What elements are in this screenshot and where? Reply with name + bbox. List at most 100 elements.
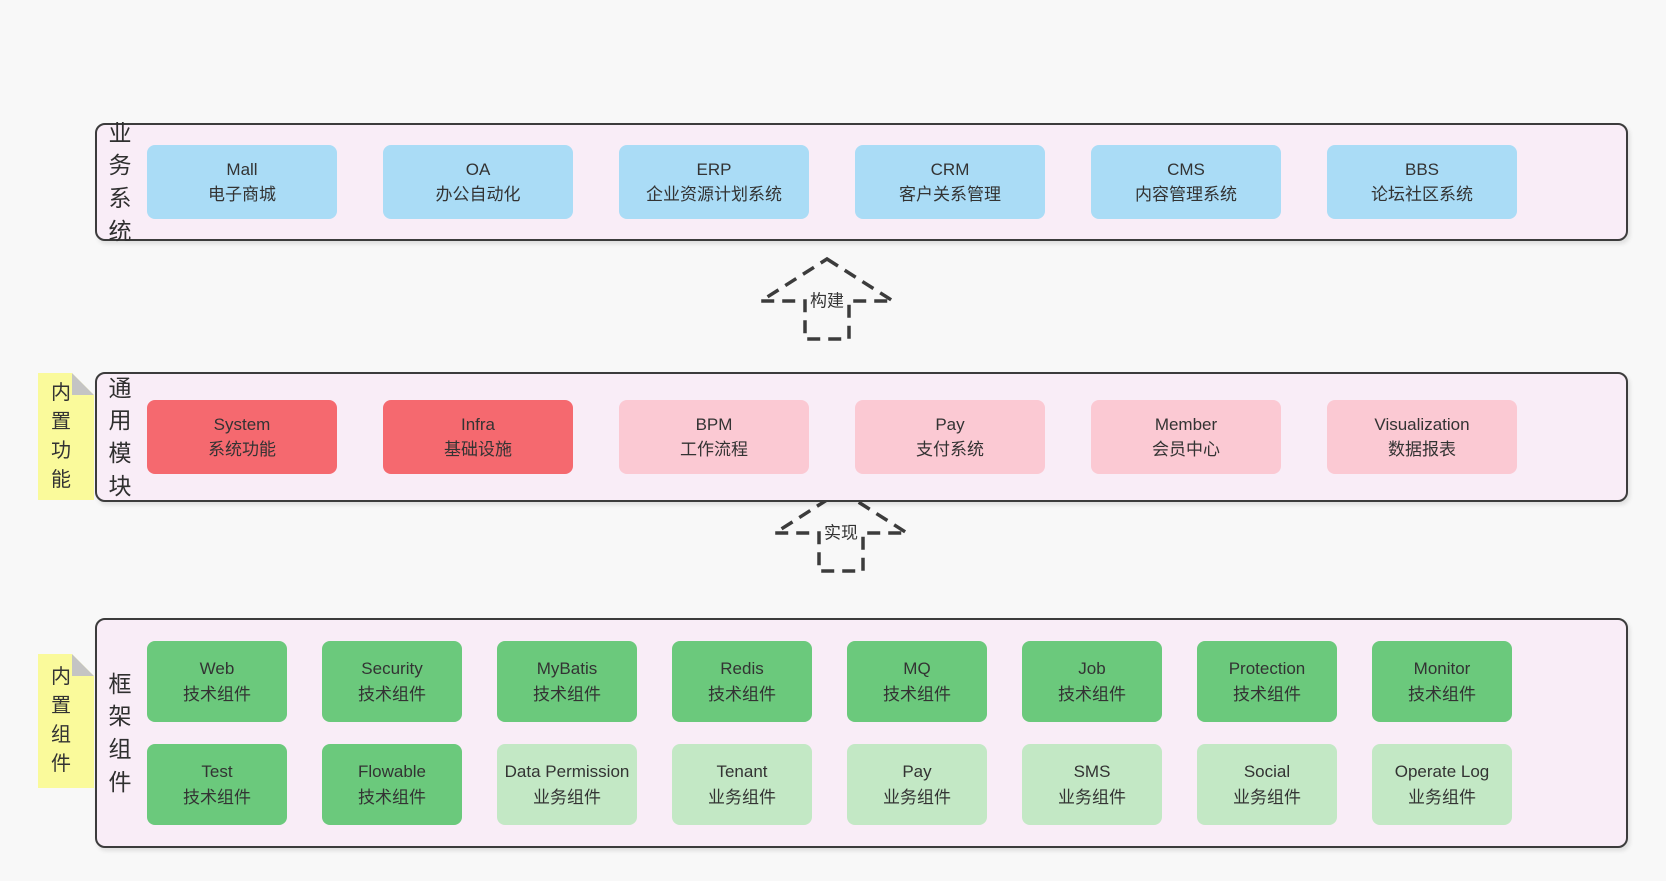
box-subtitle: 技术组件 bbox=[358, 684, 426, 704]
built-in-features-note: 内置功能 bbox=[38, 373, 94, 500]
box-subtitle: 技术组件 bbox=[183, 787, 251, 807]
box-title: Security bbox=[361, 659, 423, 678]
box-title: MQ bbox=[903, 659, 931, 678]
component-box-monitor: Monitor 技术组件 bbox=[1372, 641, 1512, 722]
box-subtitle: 技术组件 bbox=[883, 684, 951, 704]
box-title: SMS bbox=[1073, 762, 1111, 781]
box-subtitle: 技术组件 bbox=[358, 787, 426, 807]
box-subtitle: 系统功能 bbox=[208, 440, 276, 459]
box-subtitle: 技术组件 bbox=[1408, 684, 1476, 704]
component-box-data-permission: Data Permission 业务组件 bbox=[497, 744, 637, 825]
box-title: Mall bbox=[226, 159, 258, 179]
box-title: OA bbox=[465, 159, 491, 179]
box-subtitle: 数据报表 bbox=[1388, 440, 1456, 459]
section-label: 框架组件 bbox=[108, 670, 132, 795]
box-subtitle: 技术组件 bbox=[1058, 684, 1126, 704]
system-box-mall: Mall 电子商城 bbox=[147, 145, 337, 219]
box-title: BPM bbox=[695, 414, 733, 434]
box-title: Job bbox=[1078, 659, 1106, 678]
component-box-mybatis: MyBatis 技术组件 bbox=[497, 641, 637, 722]
box-title: Protection bbox=[1228, 659, 1306, 678]
box-title: System bbox=[213, 414, 271, 434]
component-box-pay: Pay 业务组件 bbox=[847, 744, 987, 825]
implement-arrow-label: 实现 bbox=[821, 517, 861, 545]
box-subtitle: 论坛社区系统 bbox=[1371, 185, 1473, 204]
box-subtitle: 业务组件 bbox=[708, 787, 776, 807]
box-subtitle: 企业资源计划系统 bbox=[646, 185, 782, 204]
component-box-flowable: Flowable 技术组件 bbox=[322, 744, 462, 825]
box-title: Flowable bbox=[357, 762, 427, 781]
box-title: Social bbox=[1243, 762, 1291, 781]
component-box-security: Security 技术组件 bbox=[322, 641, 462, 722]
box-subtitle: 技术组件 bbox=[183, 684, 251, 704]
box-title: Pay bbox=[902, 762, 932, 781]
module-box-member: Member 会员中心 bbox=[1091, 400, 1281, 474]
box-subtitle: 支付系统 bbox=[916, 440, 984, 459]
box-title: Pay bbox=[935, 414, 965, 434]
box-title: Member bbox=[1154, 414, 1218, 434]
section-label: 通用模块 bbox=[108, 374, 132, 499]
business-systems-section: 业务系统 Mall 电子商城 OA 办公自动化 ERP 企业资源计划系统 CRM… bbox=[95, 120, 1628, 244]
framework-components-grid: Web 技术组件 Security 技术组件 MyBatis 技术组件 Redi… bbox=[147, 641, 1512, 825]
box-title: CRM bbox=[930, 159, 970, 179]
box-subtitle: 业务组件 bbox=[1408, 787, 1476, 807]
box-subtitle: 业务组件 bbox=[1058, 787, 1126, 807]
box-title: Tenant bbox=[716, 762, 768, 781]
box-subtitle: 业务组件 bbox=[883, 787, 951, 807]
system-box-crm: CRM 客户关系管理 bbox=[855, 145, 1045, 219]
box-subtitle: 业务组件 bbox=[533, 787, 601, 807]
system-box-cms: CMS 内容管理系统 bbox=[1091, 145, 1281, 219]
box-title: Redis bbox=[720, 659, 764, 678]
box-subtitle: 办公自动化 bbox=[435, 185, 521, 204]
component-box-mq: MQ 技术组件 bbox=[847, 641, 987, 722]
system-box-bbs: BBS 论坛社区系统 bbox=[1327, 145, 1517, 219]
component-box-web: Web 技术组件 bbox=[147, 641, 287, 722]
framework-components-section: 框架组件 Web 技术组件 Security 技术组件 MyBatis 技术组件… bbox=[95, 618, 1628, 848]
common-modules-row: System 系统功能 Infra 基础设施 BPM 工作流程 Pay 支付系统… bbox=[147, 400, 1517, 474]
box-subtitle: 基础设施 bbox=[444, 440, 512, 459]
component-box-operate-log: Operate Log 业务组件 bbox=[1372, 744, 1512, 825]
module-box-system: System 系统功能 bbox=[147, 400, 337, 474]
box-title: Visualization bbox=[1374, 414, 1470, 434]
box-subtitle: 技术组件 bbox=[533, 684, 601, 704]
box-subtitle: 技术组件 bbox=[1233, 684, 1301, 704]
box-title: Operate Log bbox=[1394, 762, 1490, 781]
box-title: Web bbox=[199, 659, 235, 678]
module-box-visualization: Visualization 数据报表 bbox=[1327, 400, 1517, 474]
system-box-erp: ERP 企业资源计划系统 bbox=[619, 145, 809, 219]
box-title: CMS bbox=[1167, 159, 1205, 179]
built-in-components-note: 内置组件 bbox=[38, 654, 94, 788]
box-subtitle: 电子商城 bbox=[208, 185, 276, 204]
framework-row-2: Test 技术组件 Flowable 技术组件 Data Permission … bbox=[147, 744, 1512, 825]
note-label: 内置组件 bbox=[51, 666, 71, 775]
component-box-redis: Redis 技术组件 bbox=[672, 641, 812, 722]
component-box-protection: Protection 技术组件 bbox=[1197, 641, 1337, 722]
box-title: ERP bbox=[696, 159, 732, 179]
box-title: MyBatis bbox=[536, 659, 598, 678]
build-arrow-icon: 构建 bbox=[753, 255, 901, 343]
box-subtitle: 业务组件 bbox=[1233, 787, 1301, 807]
system-box-oa: OA 办公自动化 bbox=[383, 145, 573, 219]
module-box-infra: Infra 基础设施 bbox=[383, 400, 573, 474]
note-label: 内置功能 bbox=[51, 381, 71, 491]
module-box-bpm: BPM 工作流程 bbox=[619, 400, 809, 474]
box-title: Data Permission bbox=[504, 762, 630, 781]
box-subtitle: 内容管理系统 bbox=[1135, 185, 1237, 204]
box-title: BBS bbox=[1404, 159, 1440, 179]
component-box-tenant: Tenant 业务组件 bbox=[672, 744, 812, 825]
box-title: Monitor bbox=[1413, 659, 1471, 678]
box-subtitle: 会员中心 bbox=[1152, 440, 1220, 459]
box-title: Test bbox=[201, 762, 233, 781]
build-arrow-label: 构建 bbox=[807, 285, 847, 313]
component-box-social: Social 业务组件 bbox=[1197, 744, 1337, 825]
common-modules-section: 通用模块 System 系统功能 Infra 基础设施 BPM 工作流程 Pay… bbox=[95, 372, 1628, 502]
box-subtitle: 工作流程 bbox=[680, 440, 748, 459]
component-box-test: Test 技术组件 bbox=[147, 744, 287, 825]
box-subtitle: 客户关系管理 bbox=[899, 185, 1001, 204]
framework-row-1: Web 技术组件 Security 技术组件 MyBatis 技术组件 Redi… bbox=[147, 641, 1512, 722]
business-systems-row: Mall 电子商城 OA 办公自动化 ERP 企业资源计划系统 CRM 客户关系… bbox=[147, 145, 1517, 219]
section-label: 业务系统 bbox=[108, 119, 132, 244]
component-box-sms: SMS 业务组件 bbox=[1022, 744, 1162, 825]
box-title: Infra bbox=[460, 414, 496, 434]
